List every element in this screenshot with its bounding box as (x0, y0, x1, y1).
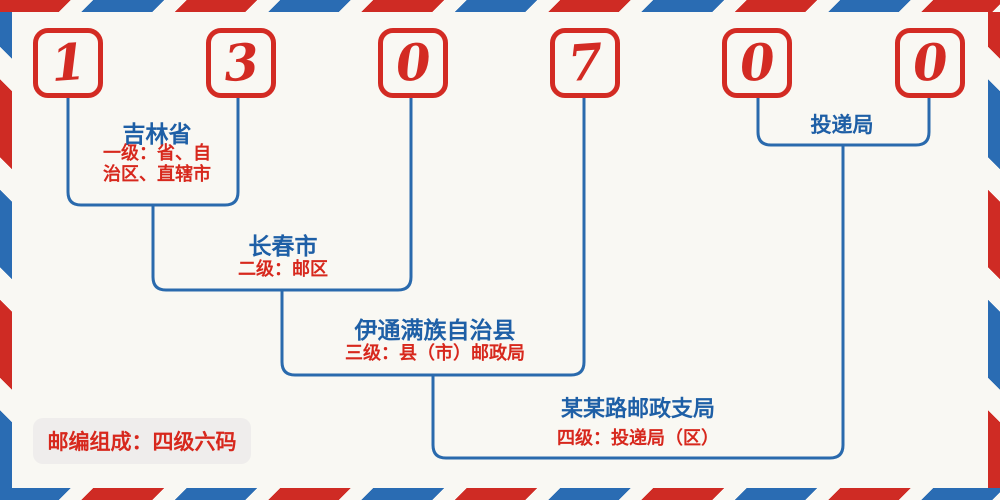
digit-1: 1 (48, 31, 88, 94)
digit-box-4: 7 (550, 28, 620, 98)
footer-note-box: 邮编组成：四级六码 (33, 418, 251, 464)
county-level-desc: 三级：县（市）邮政局 (345, 343, 525, 363)
digit-box-3: 0 (378, 28, 448, 98)
digit-3: 0 (393, 31, 433, 94)
digit-4: 7 (565, 31, 605, 94)
branch-office-level-desc: 四级：投递局（区） (557, 428, 719, 448)
footer-note-text: 邮编组成：四级六码 (47, 431, 237, 454)
airmail-border-top (0, 0, 1000, 12)
city-name: 长春市 (248, 233, 318, 259)
digit-box-2: 3 (206, 28, 276, 98)
bracket-delivery (756, 95, 931, 147)
digit-6: 0 (910, 31, 950, 94)
airmail-border-right (988, 12, 1000, 488)
airmail-border-bottom (0, 488, 1000, 500)
province-name: 吉林省 (122, 121, 192, 147)
airmail-border-left (0, 12, 12, 488)
province-level-desc: 一级：省、自治区、直辖市 (103, 143, 211, 184)
city-level-desc: 二级：邮区 (238, 259, 328, 279)
county-name: 伊通满族自治县 (354, 317, 516, 343)
digit-box-6: 0 (895, 28, 965, 98)
delivery-office-label: 投递局 (810, 114, 874, 137)
bracket-level4 (431, 143, 845, 460)
digit-2: 3 (221, 31, 261, 94)
digit-5: 0 (737, 31, 777, 94)
digit-box-1: 1 (33, 28, 103, 98)
branch-office-name: 某某路邮政支局 (560, 396, 716, 421)
digit-box-5: 0 (722, 28, 792, 98)
